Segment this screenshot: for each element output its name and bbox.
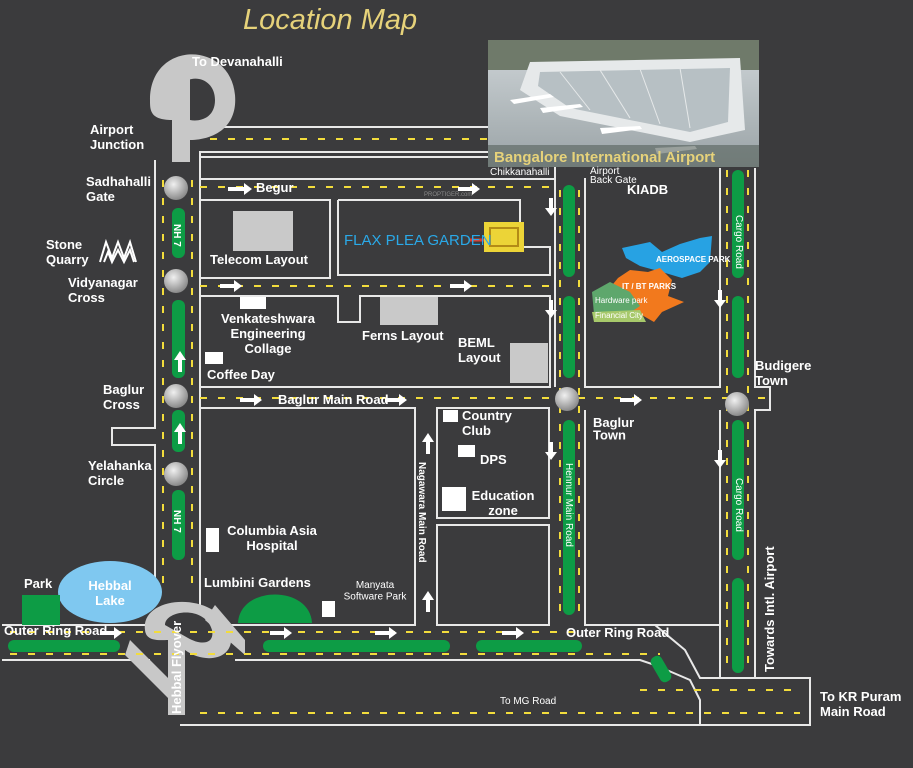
chikkanahalli-label: Chikkanahalli bbox=[490, 167, 549, 178]
cargo-road-top-label: Cargo Road bbox=[733, 215, 744, 269]
begur-label: Begur bbox=[256, 180, 294, 195]
baglur-main-road-label: Baglur Main Road bbox=[278, 392, 389, 407]
to-devanahalli-label: To Devanahalli bbox=[192, 54, 283, 69]
park-area bbox=[22, 595, 60, 625]
lumbini-gardens-area bbox=[238, 594, 312, 623]
towards-intl-airport-label: Towards Intl. Airport bbox=[762, 546, 777, 672]
nh7-top-label: NH 7 bbox=[171, 224, 182, 247]
hardware-park-zone bbox=[592, 282, 640, 314]
lumbini-gardens-label: Lumbini Gardens bbox=[204, 575, 311, 590]
stone-quarry-icon bbox=[99, 238, 137, 265]
airport-junction-loop bbox=[150, 54, 236, 162]
hebbal-lake bbox=[58, 561, 162, 623]
nh7-bottom-label: NH 7 bbox=[171, 510, 182, 533]
aerospace-park-label: AEROSPACE PARK bbox=[656, 255, 731, 264]
watermark: PROPTIGER.com bbox=[424, 192, 472, 198]
telecom-layout-label: Telecom Layout bbox=[210, 252, 309, 267]
airport-photo: Bangalore International Airport bbox=[488, 40, 759, 167]
traffic-arrows bbox=[100, 183, 726, 639]
financial-city-label: Financial City bbox=[595, 311, 643, 320]
hardware-park-label: Hardware park bbox=[595, 296, 648, 305]
outer-ring-road-right-label: Outer Ring Road bbox=[566, 625, 669, 640]
hennur-main-road-label: Hennur Main Road bbox=[563, 463, 574, 547]
airport-caption: Bangalore International Airport bbox=[494, 149, 715, 166]
junction-markers bbox=[164, 176, 749, 486]
kiadb-label: KIADB bbox=[627, 182, 668, 197]
landmark-blocks bbox=[205, 211, 548, 617]
park-label: Park bbox=[24, 576, 53, 591]
map-title: Location Map bbox=[243, 4, 417, 36]
to-mg-road-label: To MG Road bbox=[500, 696, 556, 707]
road-network bbox=[2, 126, 811, 726]
ferns-layout-label: Ferns Layout bbox=[362, 328, 444, 343]
project-name-label: FLAX PLEA GARDEN bbox=[344, 232, 492, 249]
coffee-day-label: Coffee Day bbox=[207, 367, 276, 382]
aerospace-park-zone bbox=[622, 236, 712, 278]
hebbal-flyover-label: Hebbal Flyover bbox=[169, 621, 184, 714]
dps-label: DPS bbox=[480, 452, 507, 467]
nagawara-main-road-label: Nagawara Main Road bbox=[416, 462, 427, 563]
it-bt-parks-label: IT / BT PARKS bbox=[622, 282, 677, 291]
outer-ring-road-left-label: Outer Ring Road bbox=[4, 623, 107, 638]
financial-city-zone bbox=[592, 310, 646, 322]
project-marker bbox=[470, 222, 524, 252]
cargo-road-bottom-label: Cargo Road bbox=[733, 478, 744, 532]
kiadb-zones: AEROSPACE PARK IT / BT PARKS Hardware pa… bbox=[592, 236, 731, 322]
